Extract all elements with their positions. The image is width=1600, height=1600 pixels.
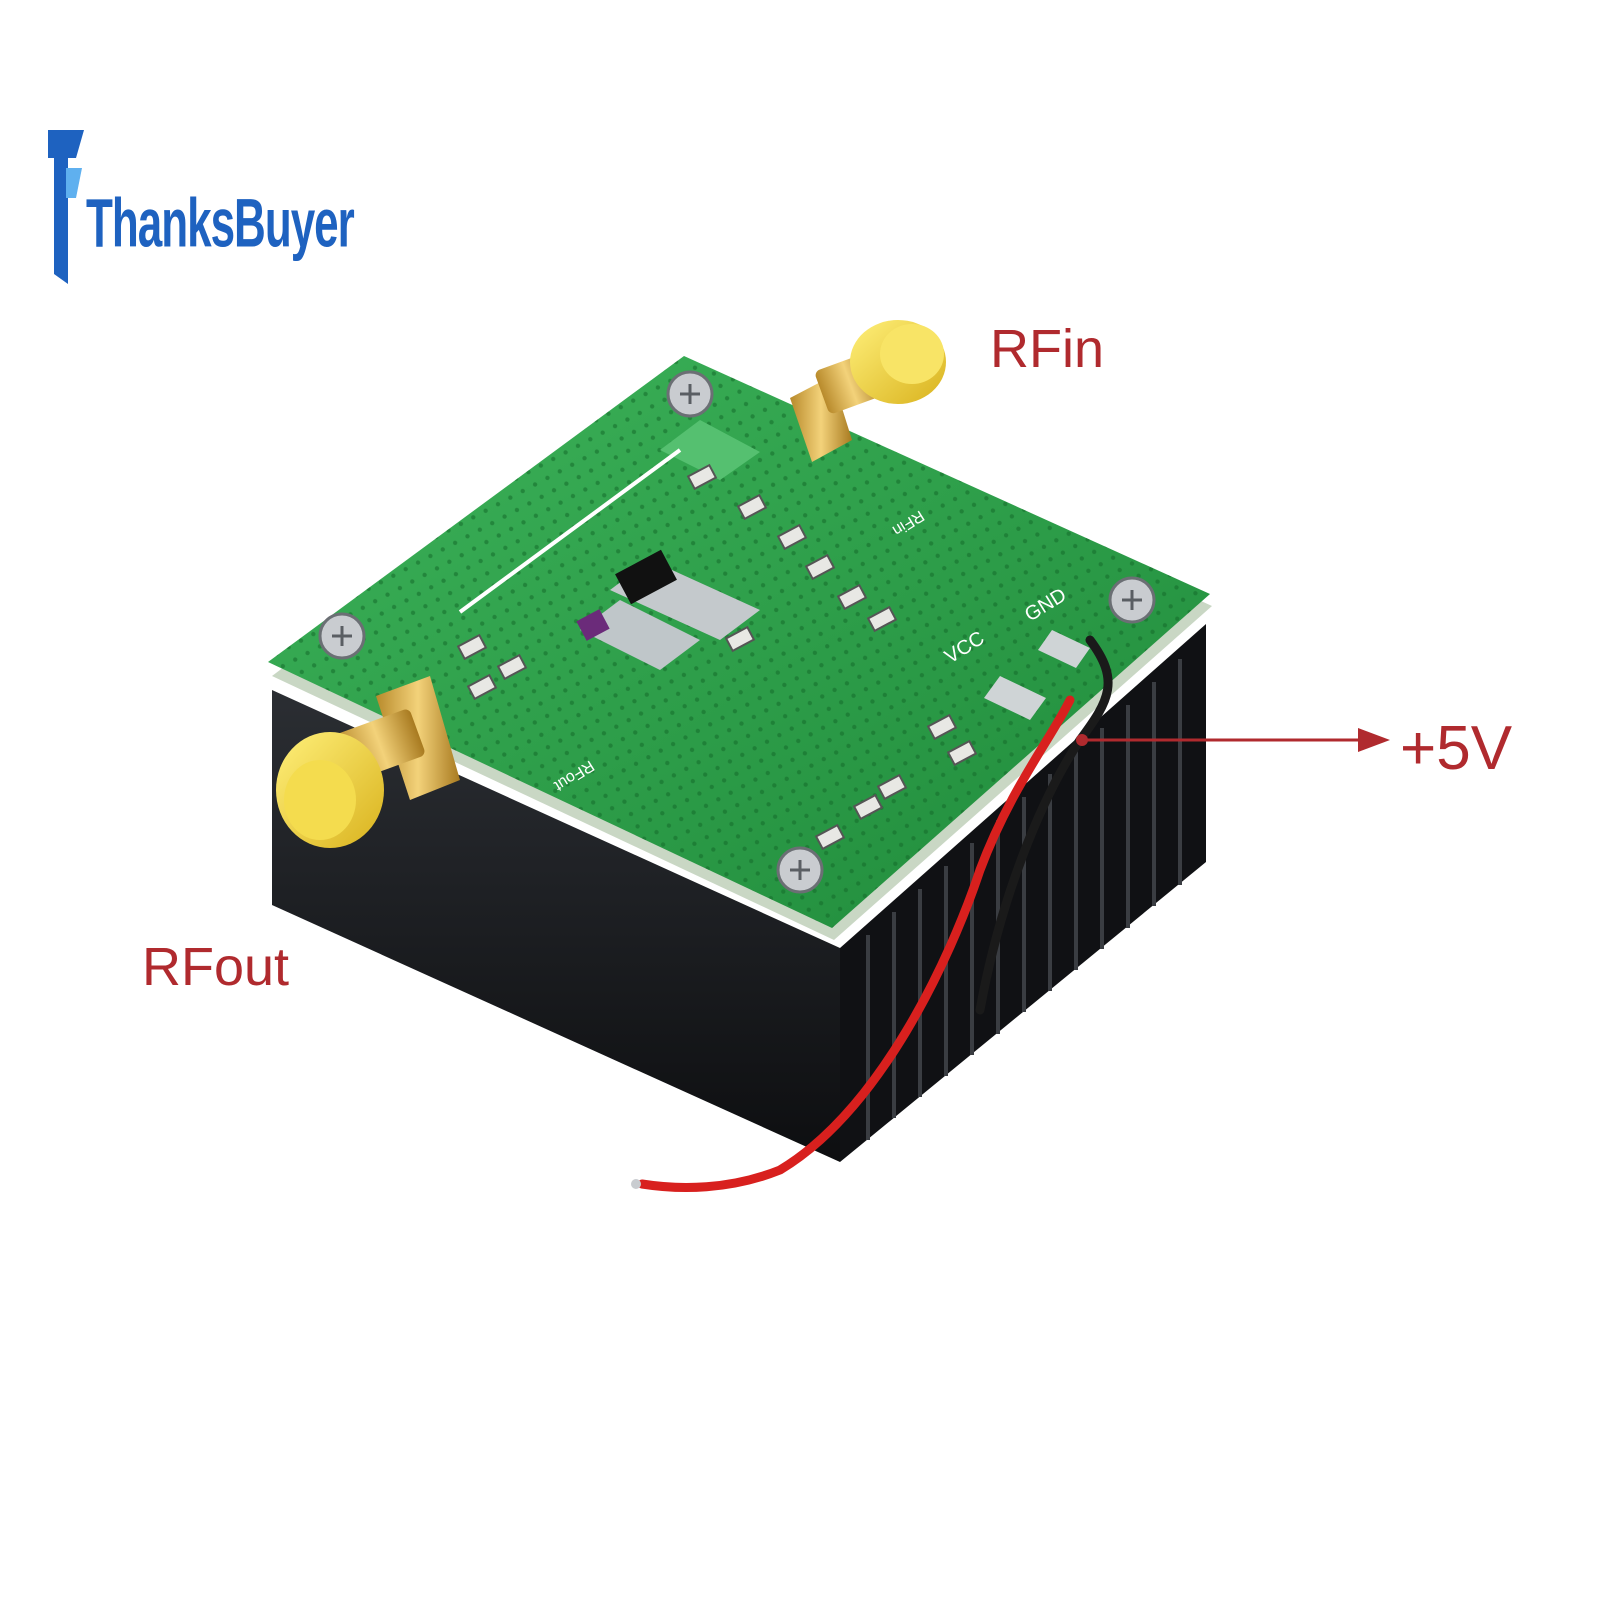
supply-arrow xyxy=(1076,728,1390,752)
brand-logo: ThanksBuyer xyxy=(46,128,355,286)
gnd-pad xyxy=(1038,630,1090,668)
black-wire xyxy=(975,635,1113,1015)
label-supply-voltage: +5V xyxy=(1400,714,1513,783)
heatsink xyxy=(272,624,1206,1162)
smd-components xyxy=(456,463,978,851)
label-rfin: RFin xyxy=(990,319,1105,379)
heatsink-fins xyxy=(866,659,1182,1140)
brand-logo-text: ThanksBuyer xyxy=(86,186,355,263)
transistor-chip xyxy=(615,549,677,605)
pcb-board: GND VCC RFin RFout xyxy=(268,356,1212,940)
sma-connector-rfout xyxy=(276,676,460,848)
silkscreen-arrow xyxy=(458,448,682,614)
vcc-pad xyxy=(984,676,1046,720)
brand-logo-mark-icon xyxy=(48,130,84,284)
purple-component xyxy=(576,609,610,641)
sma-connector-rfin xyxy=(790,320,946,462)
label-rfout: RFout xyxy=(142,937,290,997)
red-wire xyxy=(637,695,1075,1192)
